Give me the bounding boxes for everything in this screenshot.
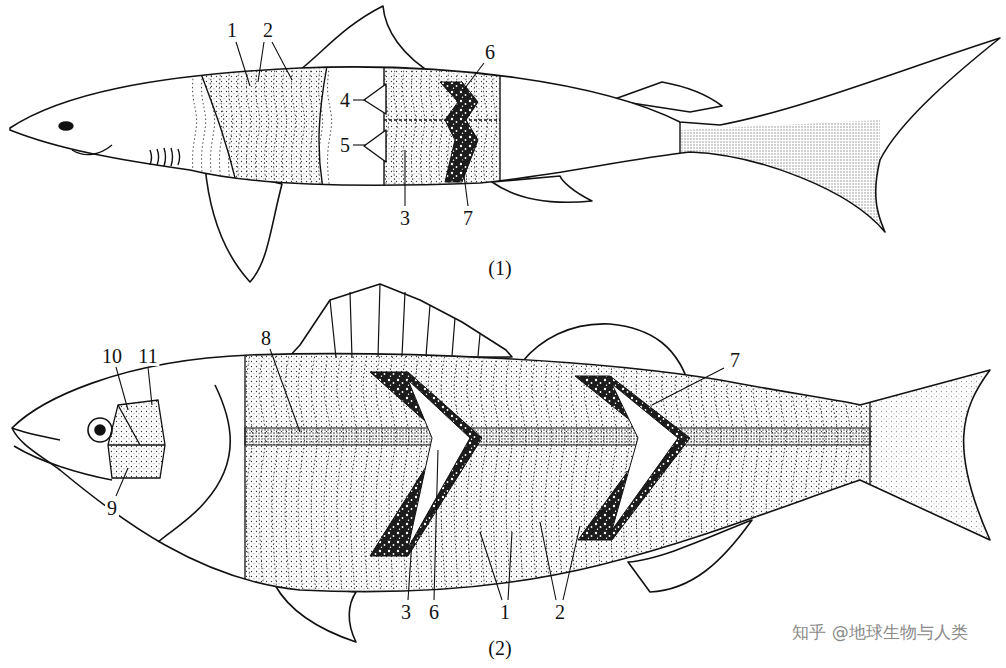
callout-number: 7 xyxy=(728,350,742,370)
callout-number: 3 xyxy=(399,602,413,622)
callout-number: 1 xyxy=(225,20,239,40)
figure-label: (1) xyxy=(486,258,513,278)
callout-number: 3 xyxy=(398,208,412,228)
callout-number: 8 xyxy=(259,328,273,348)
callout-number: 10 xyxy=(100,346,124,366)
figure-label: (2) xyxy=(486,638,513,658)
callout-number: 2 xyxy=(261,20,275,40)
callout-number: 11 xyxy=(136,346,159,366)
callout-number: 6 xyxy=(427,602,441,622)
watermark: 知乎 @地球生物与人类 xyxy=(790,624,969,641)
callout-number: 6 xyxy=(483,42,497,62)
callout-number: 5 xyxy=(338,135,352,155)
callout-number: 1 xyxy=(498,602,512,622)
callout-number: 9 xyxy=(105,498,119,518)
callout-number: 4 xyxy=(338,90,352,110)
callout-number: 2 xyxy=(553,602,567,622)
callout-number: 7 xyxy=(461,208,475,228)
